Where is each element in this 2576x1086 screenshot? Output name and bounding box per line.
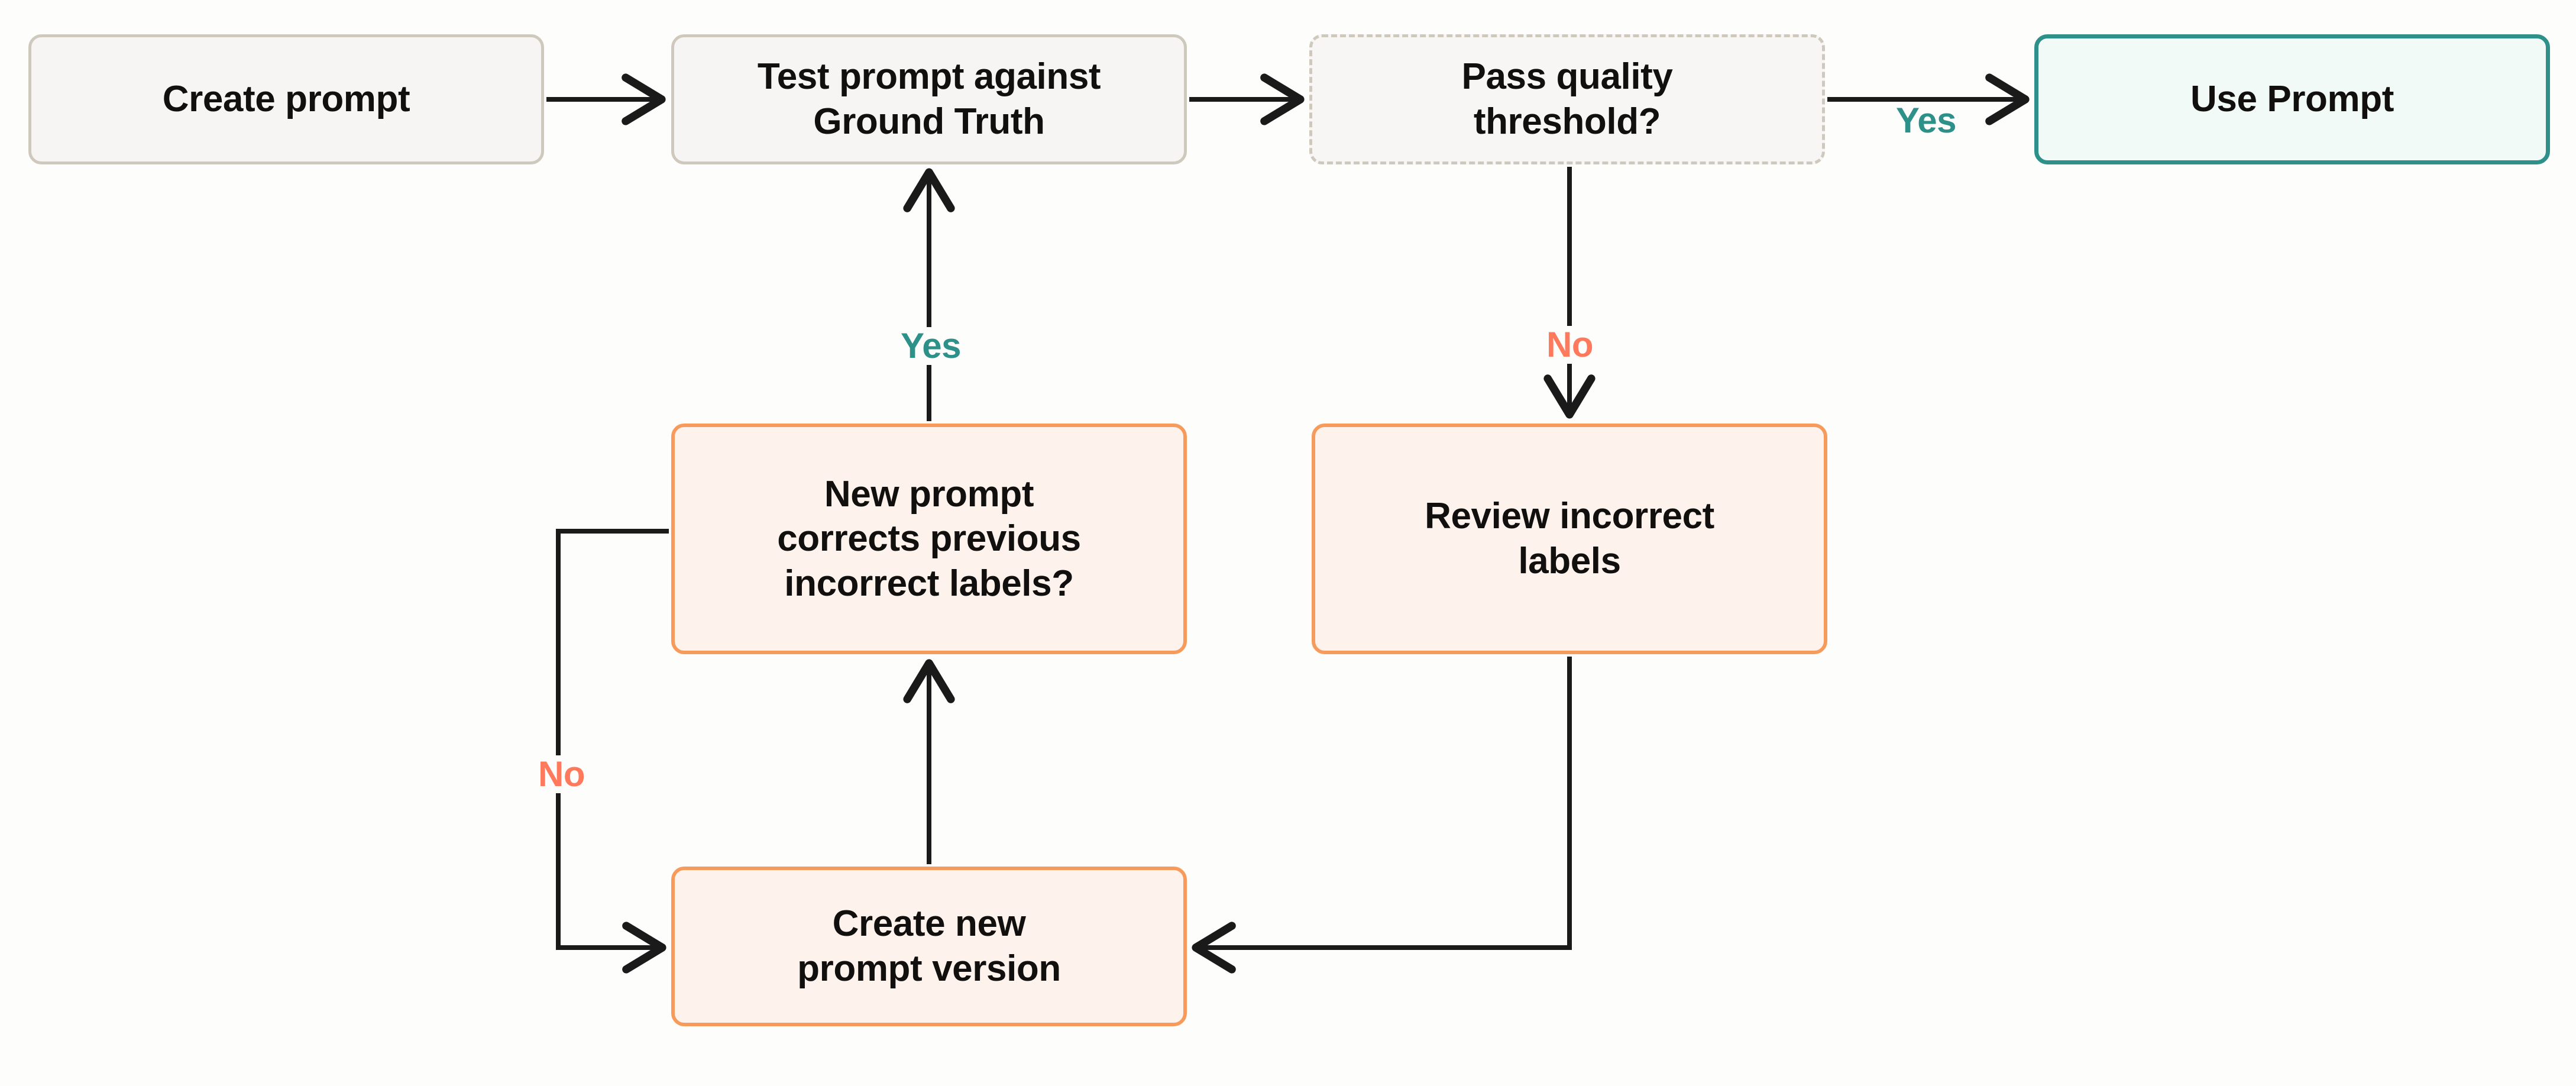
node-create-prompt[interactable]: Create prompt bbox=[28, 34, 544, 164]
node-review-incorrect-labels[interactable]: Review incorrect labels bbox=[1312, 424, 1827, 654]
edge-label-yes-test-prompt: Yes bbox=[895, 327, 967, 365]
node-pass-quality-threshold[interactable]: Pass quality threshold? bbox=[1309, 34, 1825, 164]
edge-label-yes-use-prompt: Yes bbox=[1890, 102, 1962, 140]
edge-label-no-create-version: No bbox=[532, 755, 591, 793]
node-test-prompt-label: Test prompt against Ground Truth bbox=[757, 56, 1101, 142]
node-test-prompt-against-ground-truth[interactable]: Test prompt against Ground Truth bbox=[671, 34, 1187, 164]
node-review-incorrect-labels-label: Review incorrect labels bbox=[1425, 496, 1714, 581]
node-create-prompt-label: Create prompt bbox=[162, 79, 410, 120]
node-new-prompt-corrects-previous-incorrect-labels[interactable]: New prompt corrects previous incorrect l… bbox=[671, 424, 1187, 654]
edge-label-no-review-labels: No bbox=[1541, 326, 1599, 364]
node-pass-quality-threshold-label: Pass quality threshold? bbox=[1461, 56, 1673, 142]
node-new-prompt-corrects-label: New prompt corrects previous incorrect l… bbox=[777, 473, 1081, 604]
node-use-prompt[interactable]: Use Prompt bbox=[2034, 34, 2550, 164]
node-use-prompt-label: Use Prompt bbox=[2190, 79, 2394, 120]
connector-review-to-version bbox=[1192, 657, 1572, 974]
node-create-new-prompt-version-label: Create new prompt version bbox=[797, 903, 1061, 989]
node-create-new-prompt-version[interactable]: Create new prompt version bbox=[671, 867, 1187, 1026]
connector-corrects-no-version bbox=[556, 529, 669, 974]
